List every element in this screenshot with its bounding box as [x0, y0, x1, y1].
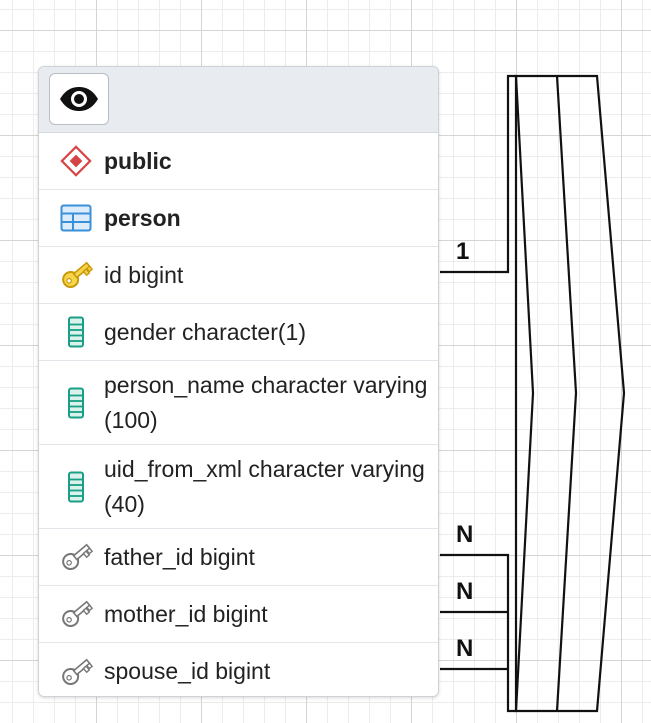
- relation-chevron-2: [555, 75, 578, 712]
- cardinality-many-spouse: N: [456, 635, 474, 662]
- schema-diamond-icon: [57, 142, 95, 180]
- column-row-person-name[interactable]: person_name character varying(100): [39, 361, 438, 445]
- eye-icon: [60, 87, 98, 111]
- column-label-person-name: person_name character varying(100): [104, 371, 428, 433]
- schema-row[interactable]: public: [39, 133, 438, 190]
- table-name-label: person: [104, 204, 181, 231]
- column-label-id: id bigint: [104, 261, 184, 288]
- column-row-id[interactable]: id bigint: [39, 247, 438, 304]
- table-icon: [57, 199, 95, 237]
- column-row-uid-from-xml[interactable]: uid_from_xml character varying(40): [39, 445, 438, 529]
- cardinality-many-mother: N: [456, 578, 474, 605]
- table-name-row[interactable]: person: [39, 190, 438, 247]
- column-row-father-id[interactable]: father_id bigint: [39, 529, 438, 586]
- column-icon: [57, 384, 95, 422]
- column-label-father-id: father_id bigint: [104, 543, 255, 570]
- column-label-uid-from-xml: uid_from_xml character varying(40): [104, 455, 425, 517]
- view-button[interactable]: [49, 73, 109, 125]
- table-node-person[interactable]: public person i: [38, 66, 439, 697]
- relation-line-source: [440, 74, 516, 274]
- cardinality-many-father: N: [456, 521, 474, 548]
- relation-arrow-frame: [514, 74, 626, 713]
- cardinality-one: 1: [456, 238, 470, 265]
- relation-line-father: [440, 553, 516, 713]
- column-row-spouse-id[interactable]: spouse_id bigint: [39, 643, 438, 696]
- foreign-key-icon: [57, 653, 95, 691]
- primary-key-icon: [57, 256, 95, 294]
- schema-label: public: [104, 147, 172, 174]
- column-icon: [57, 468, 95, 506]
- column-icon: [57, 313, 95, 351]
- relation-chevron-1: [514, 75, 535, 712]
- column-label-spouse-id: spouse_id bigint: [104, 658, 271, 684]
- column-label-gender: gender character(1): [104, 318, 306, 345]
- foreign-key-icon: [57, 538, 95, 576]
- column-label-mother-id: mother_id bigint: [104, 600, 268, 627]
- column-row-mother-id[interactable]: mother_id bigint: [39, 586, 438, 643]
- foreign-key-icon: [57, 595, 95, 633]
- table-node-header: [39, 67, 438, 133]
- column-row-gender[interactable]: gender character(1): [39, 304, 438, 361]
